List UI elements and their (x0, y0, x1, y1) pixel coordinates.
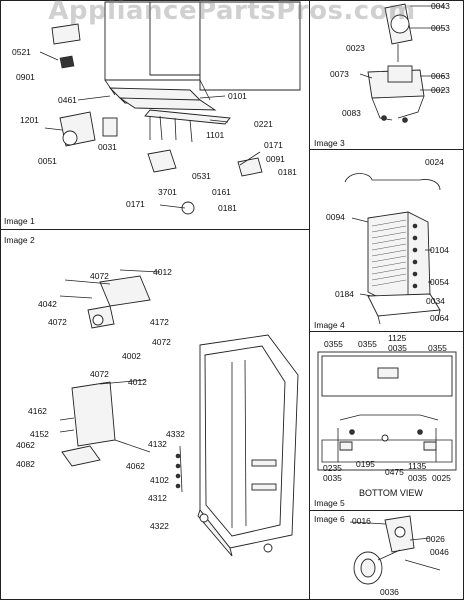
part-label: 0184 (335, 289, 354, 299)
part-label: 4062 (126, 461, 145, 471)
part-label: 0024 (425, 157, 444, 167)
part-label: 4072 (90, 369, 109, 379)
part-label: 0031 (98, 142, 117, 152)
part-label: 0901 (16, 72, 35, 82)
part-label: 0036 (380, 587, 399, 597)
image-6-title: Image 6 (314, 514, 345, 524)
part-label: 0073 (330, 69, 349, 79)
part-label: 4172 (150, 317, 169, 327)
part-label: 0101 (228, 91, 247, 101)
image-3-title: Image 3 (314, 138, 345, 148)
watermark-logo: AppliancePartsPros.com (48, 0, 416, 26)
part-label: 0025 (432, 473, 451, 483)
part-label: 1201 (20, 115, 39, 125)
part-label: 0023 (431, 85, 450, 95)
image6-artwork (349, 515, 441, 585)
part-label: 0035 (388, 343, 407, 353)
part-label: 0064 (430, 313, 449, 323)
part-label: 4082 (16, 459, 35, 469)
part-label: 4042 (38, 299, 57, 309)
part-label: 0195 (356, 459, 375, 469)
part-label: 0091 (266, 154, 285, 164)
part-label: 4002 (122, 351, 141, 361)
part-label: 4012 (128, 377, 147, 387)
part-label: 0531 (192, 171, 211, 181)
part-label: 0046 (430, 547, 449, 557)
part-label: 0063 (431, 71, 450, 81)
part-label: 4312 (148, 493, 167, 503)
part-label: 4162 (28, 406, 47, 416)
part-label: 0016 (352, 516, 371, 526)
part-label: 4152 (30, 429, 49, 439)
part-label: 0355 (324, 339, 343, 349)
image3-artwork (359, 3, 445, 123)
part-label: 0053 (431, 23, 450, 33)
image-1-title: Image 1 (4, 216, 35, 226)
part-label: 0051 (38, 156, 57, 166)
part-label: 0221 (254, 119, 273, 129)
part-label: 4062 (16, 440, 35, 450)
part-label: 4132 (148, 439, 167, 449)
part-label: 1135 (408, 461, 427, 471)
part-label: 0083 (342, 108, 361, 118)
part-label: 0104 (430, 245, 449, 255)
image-2-title: Image 2 (4, 235, 35, 245)
image4-artwork (344, 173, 441, 325)
part-label: 4322 (150, 521, 169, 531)
part-label: 0094 (326, 212, 345, 222)
part-label: 1125 (388, 333, 407, 343)
part-label: 0181 (278, 167, 297, 177)
part-label: 4102 (150, 475, 169, 485)
part-label: 0023 (346, 43, 365, 53)
part-label: 0034 (426, 296, 445, 306)
part-label: 0355 (428, 343, 447, 353)
part-label: 0171 (264, 140, 283, 150)
part-label: 0235 (323, 463, 342, 473)
part-label: 4072 (90, 271, 109, 281)
image-5-title: Image 5 (314, 498, 345, 508)
part-label: 0043 (431, 1, 450, 11)
part-label: 0181 (218, 203, 237, 213)
part-label: 0161 (212, 187, 231, 197)
part-label: 0461 (58, 95, 77, 105)
part-label: 0521 (12, 47, 31, 57)
part-label: 4012 (153, 267, 172, 277)
part-label: 0171 (126, 199, 145, 209)
image5-artwork (317, 351, 457, 471)
part-label: 1101 (206, 130, 225, 140)
part-label: 0355 (358, 339, 377, 349)
bottom-view-caption: BOTTOM VIEW (359, 488, 423, 498)
part-label: 0035 (323, 473, 342, 483)
part-label: 0054 (430, 277, 449, 287)
image2-artwork (59, 269, 299, 557)
part-label: 0475 (385, 467, 404, 477)
part-label: 0026 (426, 534, 445, 544)
image1-artwork (39, 1, 301, 215)
image-4-title: Image 4 (314, 320, 345, 330)
part-label: 4072 (48, 317, 67, 327)
part-label: 4072 (152, 337, 171, 347)
part-label: 4332 (166, 429, 185, 439)
part-label: 0035 (408, 473, 427, 483)
part-label: 3701 (158, 187, 177, 197)
